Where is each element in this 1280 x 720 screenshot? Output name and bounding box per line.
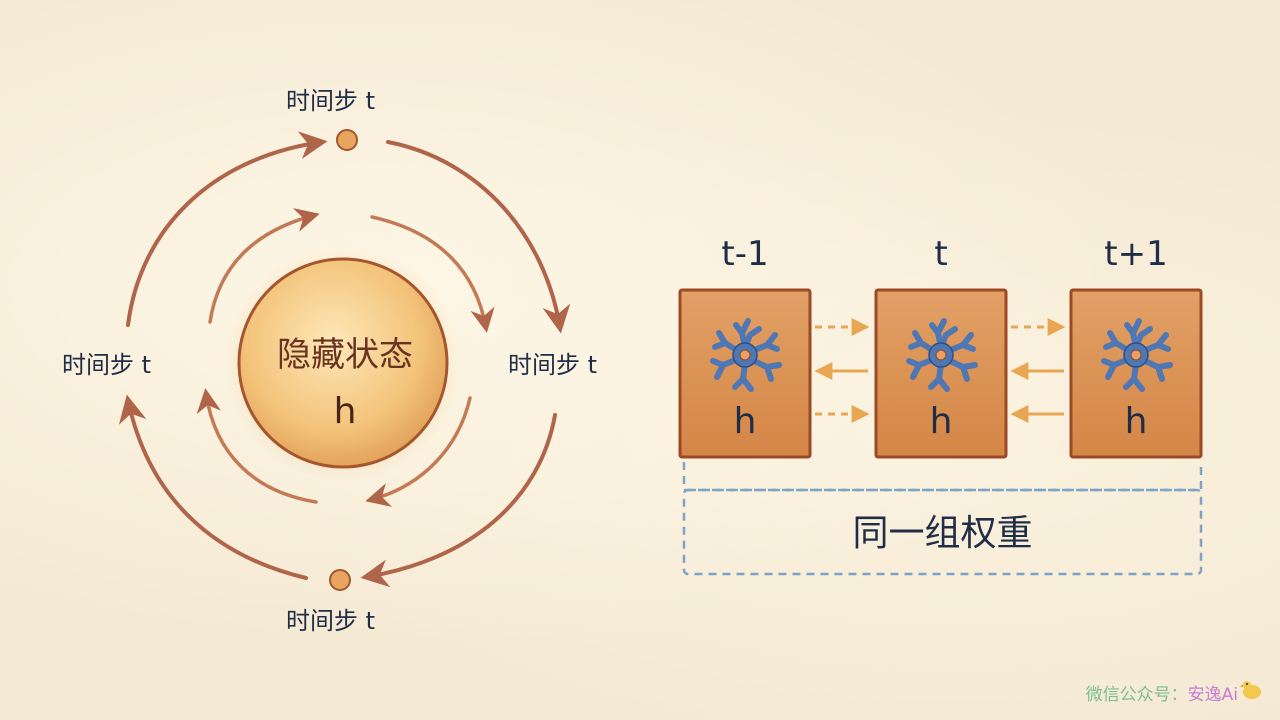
watermark: 微信公众号：安逸Ai: [1086, 684, 1260, 706]
inner-arrow-left-to-top: [208, 208, 320, 324]
step-label-top: 时间步 t: [286, 87, 376, 115]
shared-weights-label: 同一组权重: [852, 513, 1033, 554]
hidden-state-var: h: [333, 391, 357, 432]
cell-var-next: h: [1124, 401, 1148, 442]
inner-arrow-right-to-bottom: [365, 396, 472, 507]
node-bottom: [329, 569, 351, 591]
time-label-prev: t-1: [721, 234, 769, 274]
time-label-current: t: [934, 234, 948, 274]
outer-arrow-top-to-right: [386, 140, 571, 334]
cell-var-prev: h: [733, 401, 757, 442]
inner-arrow-bottom-to-left: [196, 388, 318, 504]
shared-weights-box: [682, 488, 1203, 576]
outer-arrow-right-to-bottom: [360, 413, 557, 588]
outer-arrow-bottom-to-left: [118, 394, 308, 580]
step-label-right: 时间步 t: [508, 351, 598, 379]
time-label-next: t+1: [1104, 234, 1168, 274]
cell-var-current: h: [929, 401, 953, 442]
inner-arrow-top-to-right: [370, 215, 495, 333]
watermark-name: 安逸Ai: [1187, 685, 1238, 705]
shared-weights-brace: [682, 462, 1203, 492]
hidden-state-title: 隐藏状态: [277, 335, 413, 375]
step-label-left: 时间步 t: [62, 351, 152, 379]
outer-arrow-left-to-top: [126, 131, 328, 327]
watermark-prefix: 微信公众号：: [1085, 685, 1188, 705]
hidden-state-core: [237, 257, 449, 469]
step-label-bottom: 时间步 t: [286, 607, 376, 635]
watermark-bird-icon: [1239, 681, 1261, 699]
node-top: [336, 129, 358, 151]
